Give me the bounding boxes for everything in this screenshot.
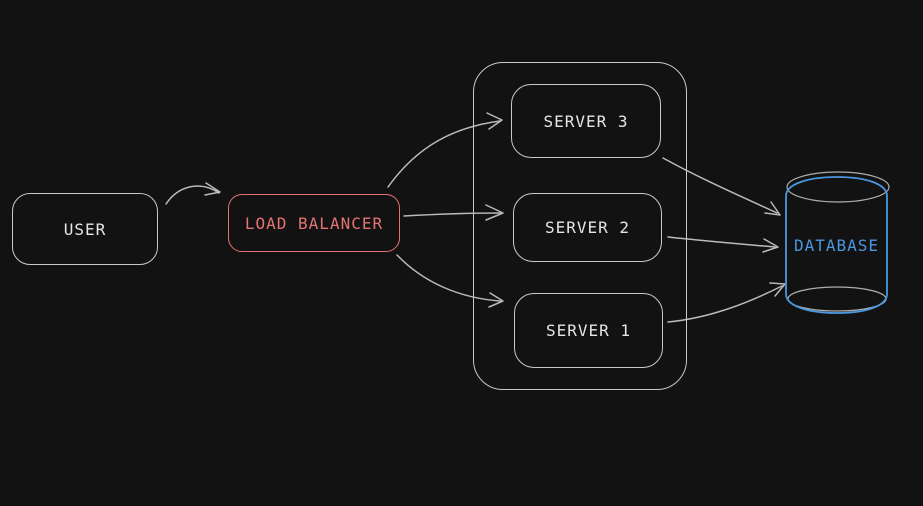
server-group-container[interactable]	[473, 62, 687, 390]
arrow-user-to-load-balancer[interactable]	[165, 182, 221, 205]
database-cylinder[interactable]	[785, 171, 890, 314]
arrow-server-3-to-database[interactable]	[662, 157, 781, 216]
arrow-load-balancer-to-server-2[interactable]	[403, 204, 504, 221]
server-3-node[interactable]: SERVER 3	[511, 84, 661, 158]
load-balancer-node-label: LOAD BALANCER	[244, 213, 384, 233]
arrow-server-1-to-database[interactable]	[667, 282, 786, 323]
server-2-node-label: SERVER 2	[544, 218, 631, 237]
server-2-node[interactable]: SERVER 2	[513, 193, 662, 262]
arrow-server-2-to-database[interactable]	[667, 236, 779, 253]
user-node[interactable]: USER	[12, 193, 158, 265]
server-1-node[interactable]: SERVER 1	[514, 293, 663, 368]
database-node[interactable]: DATABASE	[786, 177, 887, 313]
load-balancer-node[interactable]: LOAD BALANCER	[228, 194, 400, 252]
database-node-label: DATABASE	[793, 235, 880, 255]
user-node-label: USER	[63, 219, 107, 239]
arrow-load-balancer-to-server-1[interactable]	[396, 254, 504, 308]
server-3-node-label: SERVER 3	[543, 111, 629, 131]
server-1-node-label: SERVER 1	[545, 321, 632, 340]
arrow-load-balancer-to-server-3[interactable]	[387, 112, 503, 188]
